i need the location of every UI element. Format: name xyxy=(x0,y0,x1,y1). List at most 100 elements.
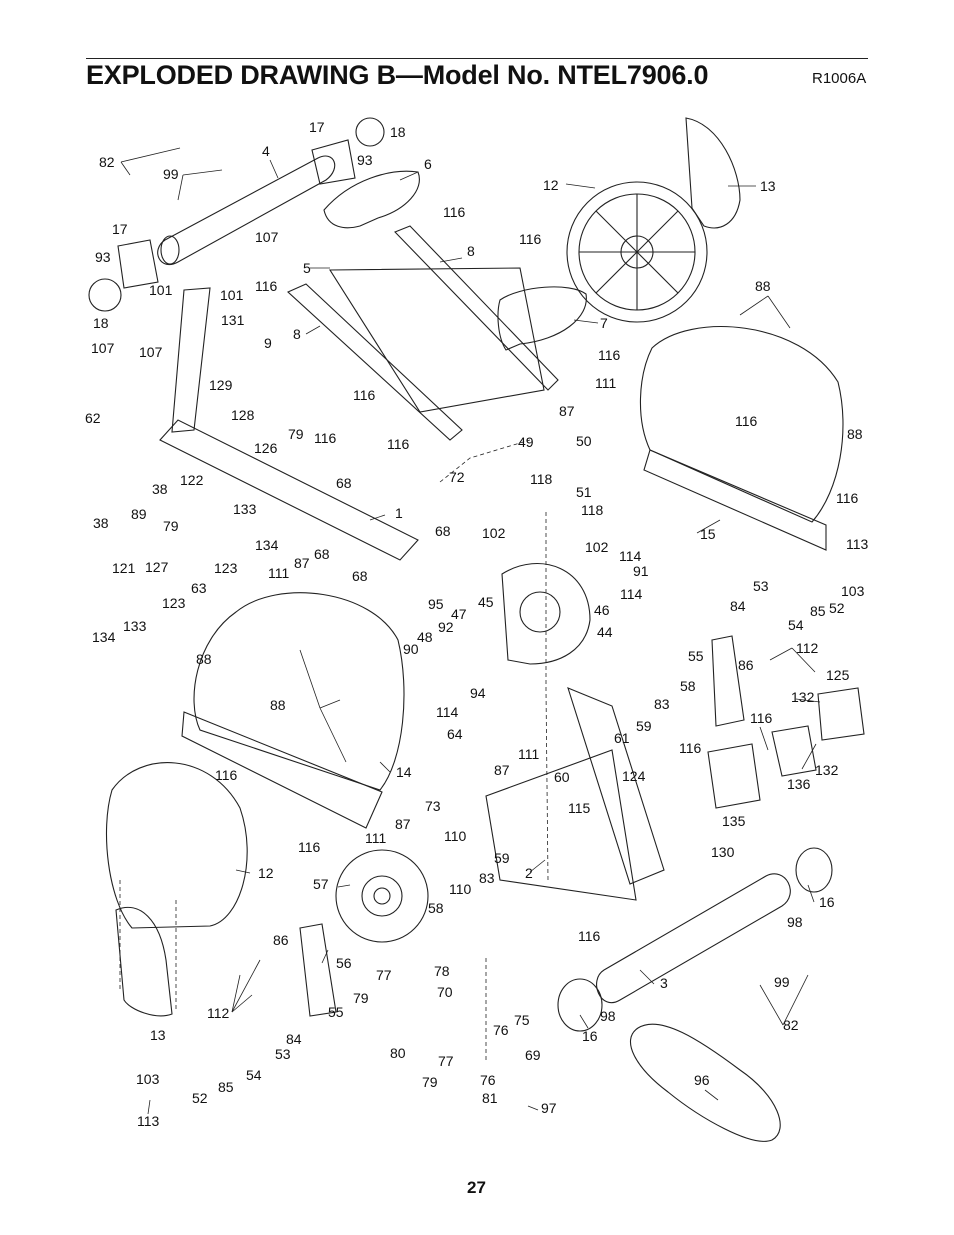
callout-88: 88 xyxy=(270,697,286,713)
callout-8: 8 xyxy=(467,243,475,259)
callout-75: 75 xyxy=(514,1012,530,1028)
callout-76: 76 xyxy=(480,1072,496,1088)
callout-96: 96 xyxy=(694,1072,710,1088)
callout-85: 85 xyxy=(218,1079,234,1095)
drawing-code: R1006A xyxy=(812,70,867,87)
callout-13: 13 xyxy=(150,1027,166,1043)
callout-77: 77 xyxy=(438,1053,454,1069)
callout-45: 45 xyxy=(478,594,494,610)
callout-2: 2 xyxy=(525,865,533,881)
callout-72: 72 xyxy=(449,469,465,485)
callout-133: 133 xyxy=(123,618,147,634)
callout-58: 58 xyxy=(428,900,444,916)
callout-87: 87 xyxy=(395,816,411,832)
callout-95: 95 xyxy=(428,596,444,612)
callout-107: 107 xyxy=(255,229,279,245)
callout-129: 129 xyxy=(209,377,233,393)
callout-116: 116 xyxy=(836,490,859,506)
callout-68: 68 xyxy=(314,546,330,562)
callout-79: 79 xyxy=(353,990,369,1006)
callout-7: 7 xyxy=(600,315,608,331)
callout-79: 79 xyxy=(422,1074,438,1090)
callout-58: 58 xyxy=(680,678,696,694)
callout-62: 62 xyxy=(85,410,101,426)
callout-91: 91 xyxy=(633,563,649,579)
callout-101: 101 xyxy=(149,282,173,298)
callout-18: 18 xyxy=(390,124,406,140)
callout-17: 17 xyxy=(112,221,128,237)
callout-86: 86 xyxy=(273,932,289,948)
callout-4: 4 xyxy=(262,143,270,159)
callout-114: 114 xyxy=(436,704,459,720)
callout-121: 121 xyxy=(112,560,136,576)
page-title: EXPLODED DRAWING B—Model No. NTEL7906.0 xyxy=(86,60,709,90)
callout-51: 51 xyxy=(576,484,592,500)
callout-79: 79 xyxy=(288,426,304,442)
callout-116: 116 xyxy=(519,231,542,247)
callout-88: 88 xyxy=(847,426,863,442)
callout-103: 103 xyxy=(841,583,865,599)
callout-68: 68 xyxy=(435,523,451,539)
callout-87: 87 xyxy=(559,403,575,419)
callout-76: 76 xyxy=(493,1022,509,1038)
callout-107: 107 xyxy=(139,344,163,360)
callout-93: 93 xyxy=(95,249,111,265)
callout-73: 73 xyxy=(425,798,441,814)
callout-54: 54 xyxy=(788,617,804,633)
callout-116: 116 xyxy=(314,430,337,446)
callout-68: 68 xyxy=(352,568,368,584)
callout-15: 15 xyxy=(700,526,716,542)
callout-134: 134 xyxy=(255,537,279,553)
callout-86: 86 xyxy=(738,657,754,673)
callout-84: 84 xyxy=(286,1031,302,1047)
callout-14: 14 xyxy=(396,764,412,780)
callout-50: 50 xyxy=(576,433,592,449)
callout-68: 68 xyxy=(336,475,352,491)
callout-47: 47 xyxy=(451,606,467,622)
callout-130: 130 xyxy=(711,844,735,860)
callout-85: 85 xyxy=(810,603,826,619)
callout-69: 69 xyxy=(525,1047,541,1063)
callout-labels: 1 2 3 4 5 6 7 8 8 9 12 12 13 13 14 15 16… xyxy=(85,119,869,1129)
callout-99: 99 xyxy=(163,166,179,182)
callout-136: 136 xyxy=(787,776,811,792)
callout-53: 53 xyxy=(753,578,769,594)
callout-46: 46 xyxy=(594,602,610,618)
callout-89: 89 xyxy=(131,506,147,522)
callout-44: 44 xyxy=(597,624,613,640)
callout-84: 84 xyxy=(730,598,746,614)
callout-52: 52 xyxy=(829,600,845,616)
callout-49: 49 xyxy=(518,434,534,450)
callout-70: 70 xyxy=(437,984,453,1000)
callout-102: 102 xyxy=(482,525,506,541)
callout-12: 12 xyxy=(258,865,274,881)
callout-83: 83 xyxy=(654,696,670,712)
callout-54: 54 xyxy=(246,1067,262,1083)
callout-116: 116 xyxy=(598,347,621,363)
callout-116: 116 xyxy=(578,928,601,944)
callout-103: 103 xyxy=(136,1071,160,1087)
callout-13: 13 xyxy=(760,178,776,194)
callout-116: 116 xyxy=(215,767,238,783)
callout-38: 38 xyxy=(93,515,109,531)
callout-64: 64 xyxy=(447,726,463,742)
callout-78: 78 xyxy=(434,963,450,979)
callout-63: 63 xyxy=(191,580,207,596)
callout-57: 57 xyxy=(313,876,329,892)
callout-55: 55 xyxy=(688,648,704,664)
callout-59: 59 xyxy=(494,850,510,866)
callout-98: 98 xyxy=(600,1008,616,1024)
callout-48: 48 xyxy=(417,629,433,645)
callout-128: 128 xyxy=(231,407,255,423)
part-outlines xyxy=(88,117,865,1142)
callout-83: 83 xyxy=(479,870,495,886)
callout-111: 111 xyxy=(595,375,616,391)
callout-116: 116 xyxy=(387,436,410,452)
callout-81: 81 xyxy=(482,1090,498,1106)
leader-lines xyxy=(120,147,821,1115)
callout-110: 110 xyxy=(444,828,467,844)
callout-97: 97 xyxy=(541,1100,557,1116)
callout-124: 124 xyxy=(622,768,646,784)
callout-116: 116 xyxy=(255,278,278,294)
